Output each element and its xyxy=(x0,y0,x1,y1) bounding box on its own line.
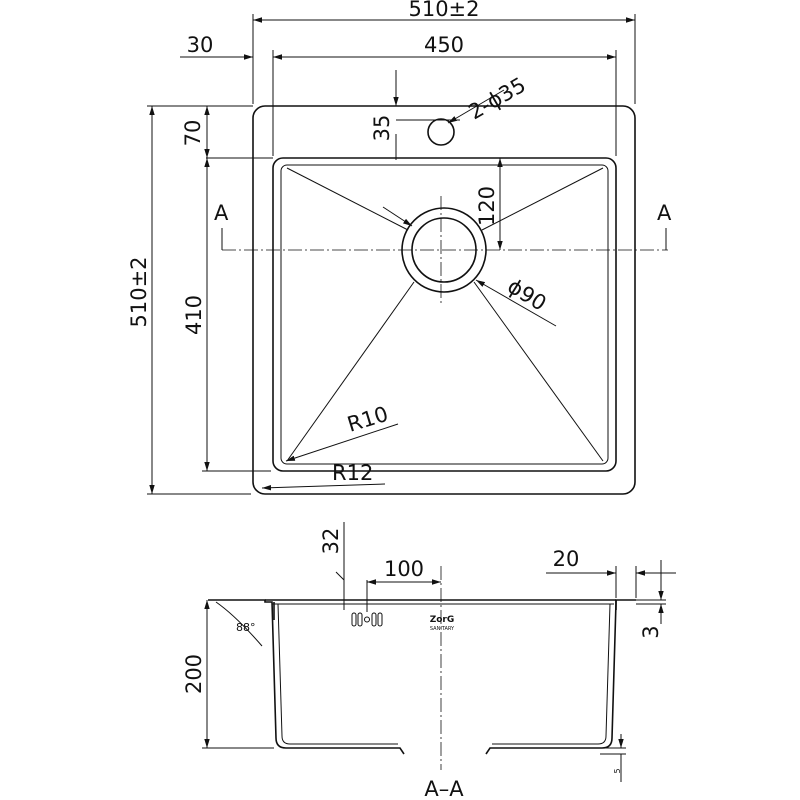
tap-hole xyxy=(427,118,455,146)
section-marker-right: A xyxy=(657,201,672,250)
brand-name: ZorG xyxy=(430,615,455,625)
dim-bottom-gap: 5 xyxy=(613,768,622,773)
dim-line-overflow-offset xyxy=(335,571,345,581)
dim-overflow-offset: 32 xyxy=(319,528,343,555)
dim-tap-offset: 35 xyxy=(370,115,394,142)
dim-overflow-spacing: 100 xyxy=(384,557,424,581)
top-view: A A 510±2 450 30 35 2-ϕ35 70 xyxy=(127,0,672,495)
section-marker-right-label: A xyxy=(657,201,672,225)
dim-flange-top: 70 xyxy=(181,120,205,147)
bowl-outer-outline xyxy=(272,157,617,472)
overflow-slots xyxy=(351,612,383,627)
section-inner-profile xyxy=(277,603,398,745)
dim-rim-thickness: 3 xyxy=(639,625,663,638)
section-outer-profile xyxy=(208,599,405,755)
angle-arc xyxy=(215,601,263,647)
section-outer-profile-right xyxy=(485,599,636,755)
dim-wall-angle: 88° xyxy=(236,621,256,634)
dim-bowl-depth: 410 xyxy=(182,295,206,335)
dim-flange-offset: 30 xyxy=(187,33,214,57)
bowl-slope-lines xyxy=(286,167,604,462)
section-marker-left: A xyxy=(214,201,229,250)
dim-inner-radius: R10 xyxy=(344,402,391,437)
dim-rim-width: 20 xyxy=(553,547,580,571)
dim-overall-width: 510±2 xyxy=(408,0,479,21)
brand-subtitle: SANITARY xyxy=(430,626,455,632)
dim-drain-offset: 120 xyxy=(475,186,499,226)
section-inner-profile-right xyxy=(492,603,611,745)
dim-overall-depth: 510±2 xyxy=(127,256,151,327)
section-marker-left-label: A xyxy=(214,201,229,225)
dim-height: 200 xyxy=(182,654,206,694)
section-label: A–A xyxy=(424,777,464,800)
dim-outer-radius: R12 xyxy=(332,461,373,485)
dim-bowl-width: 450 xyxy=(424,33,464,57)
bowl-inner-outline xyxy=(280,164,609,465)
sink-outer-outline xyxy=(252,105,636,495)
section-view: ZorG SANITARY 32 100 20 3 200 88° xyxy=(182,522,676,800)
brand-logo: ZorG SANITARY xyxy=(430,615,455,632)
dim-tap-hole: 2-ϕ35 xyxy=(465,73,530,125)
